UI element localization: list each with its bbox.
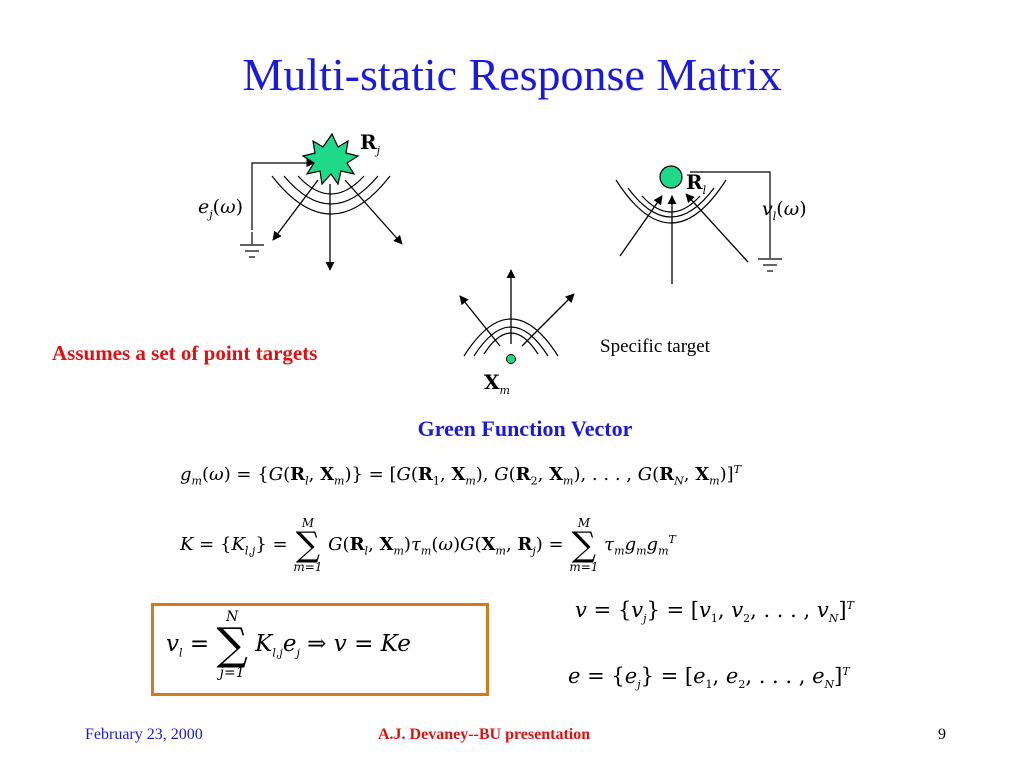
target-label: Xm: [484, 370, 510, 397]
footer-date: February 23, 2000: [85, 726, 203, 743]
boxed-equation: vl = N∑j=1 Kl,jej ⇒ v = Ke: [166, 609, 411, 681]
boxed-equation-frame: [151, 603, 489, 696]
e-vector-equation: e = {ej} = [e1, e2, . . . , eN]T: [568, 664, 850, 692]
assumption-text: Assumes a set of point targets: [52, 341, 318, 365]
section-heading: Green Function Vector: [417, 416, 633, 441]
transmitter-star-icon: [301, 132, 360, 186]
page-number: 9: [938, 726, 946, 743]
target-point-icon: [506, 354, 516, 364]
target-diagram: [459, 269, 575, 364]
footer-author: A.J. Devaney--BU presentation: [378, 726, 591, 743]
receiver-circle-icon: [659, 165, 683, 189]
receiver-diagram: [615, 165, 782, 284]
transmitter-label: Rj: [360, 130, 381, 157]
v-vector-equation: v = {vj} = [v1, v2, . . . , vN]T: [575, 598, 854, 626]
response-matrix-equation: K = {Kl,j} = M∑m=1 G(Rl, Xm)τm(ω)G(Xm, R…: [180, 516, 676, 575]
excitation-label: ej(ω): [198, 196, 244, 221]
specific-target-label: Specific target: [600, 336, 710, 357]
receiver-label: Rl: [686, 170, 707, 197]
transmitter-diagram: [240, 132, 403, 271]
green-vector-equation: gm(ω) = {G(Rl, Xm)} = [G(R1, Xm), G(R2, …: [180, 463, 741, 488]
slide-title: Multi-static Response Matrix: [242, 49, 782, 100]
received-voltage-label: vl(ω): [762, 198, 807, 223]
